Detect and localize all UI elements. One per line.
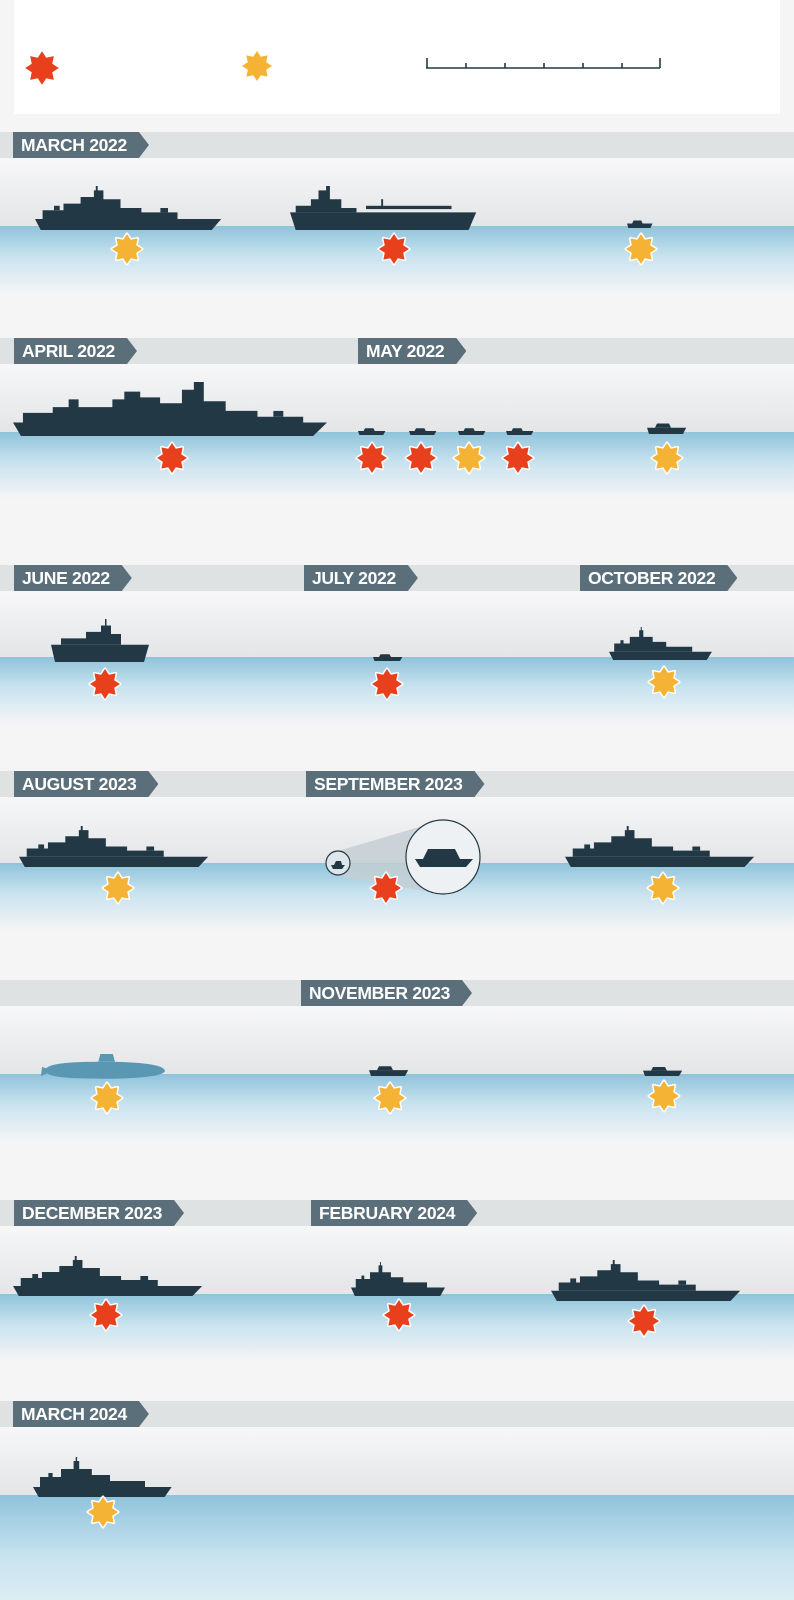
damaged-marker-icon <box>452 441 486 475</box>
period-label: MARCH 2024 <box>13 1401 149 1427</box>
timeline-band: MARCH 2022 <box>0 132 794 312</box>
destroyed-marker-icon <box>89 1298 123 1332</box>
cruiser-icon <box>13 382 331 436</box>
period-label: MAY 2022 <box>358 338 466 364</box>
timeline-band: JUNE 2022 JULY 2022 OCTOBER 2022 <box>0 565 794 735</box>
magnifier-icon <box>325 819 481 895</box>
period-label: MARCH 2022 <box>13 132 149 158</box>
patrol-boat-icon <box>373 652 403 661</box>
period-label: DECEMBER 2023 <box>14 1200 184 1226</box>
period-label: SEPTEMBER 2023 <box>306 771 485 797</box>
tug-icon <box>51 619 151 662</box>
damaged-marker-icon <box>373 1081 407 1115</box>
patrol-boat-icon <box>369 1063 409 1076</box>
frigate-icon <box>13 1256 206 1296</box>
destroyed-marker-icon <box>155 441 189 475</box>
timeline-band: DECEMBER 2023 FEBRUARY 2024 <box>0 1200 794 1380</box>
period-label: JUNE 2022 <box>14 565 132 591</box>
sea <box>0 1495 794 1600</box>
destroyed-marker-icon <box>501 441 535 475</box>
period-label: APRIL 2022 <box>14 338 137 364</box>
frigate-icon <box>565 826 758 867</box>
period-label: JULY 2022 <box>304 565 418 591</box>
yellow-burst-icon <box>240 49 274 83</box>
red-burst-icon <box>23 49 61 87</box>
timeline-band: NOVEMBER 2023 <box>0 980 794 1160</box>
timeline-band: AUGUST 2023 SEPTEMBER 2023 <box>0 771 794 951</box>
damaged-marker-icon <box>110 232 144 266</box>
damaged-marker-icon <box>647 1079 681 1113</box>
damaged-marker-icon <box>624 232 658 266</box>
damaged-marker-icon <box>90 1081 124 1115</box>
patrol-boat-icon <box>627 218 653 228</box>
destroyed-marker-icon <box>370 667 404 701</box>
patrol-boat-icon <box>458 426 486 435</box>
damaged-marker-icon <box>646 871 680 905</box>
destroyed-marker-icon <box>627 1304 661 1338</box>
landing-ship-icon <box>290 186 480 230</box>
period-label: OCTOBER 2022 <box>580 565 737 591</box>
timeline-band: MARCH 2024 <box>0 1401 794 1600</box>
corvette-icon <box>609 627 713 660</box>
period-label: FEBRUARY 2024 <box>311 1200 477 1226</box>
destroyed-marker-icon <box>355 441 389 475</box>
destroyed-marker-icon <box>382 1298 416 1332</box>
destroyed-marker-icon <box>369 871 403 905</box>
period-label: AUGUST 2023 <box>14 771 158 797</box>
damaged-marker-icon <box>101 871 135 905</box>
damaged-marker-icon <box>86 1495 120 1529</box>
patrol-boat-icon <box>647 420 687 434</box>
period-label: NOVEMBER 2023 <box>301 980 472 1006</box>
corvette-icon <box>33 1457 173 1497</box>
destroyed-marker-icon <box>88 667 122 701</box>
damaged-marker-icon <box>650 441 684 475</box>
patrol-boat-icon <box>643 1064 683 1076</box>
frigate-icon <box>19 826 212 867</box>
frigate-icon <box>35 186 225 230</box>
scale-bar-icon <box>426 58 661 69</box>
destroyed-marker-icon <box>377 232 411 266</box>
patrol-boat-icon <box>506 426 534 435</box>
damaged-marker-icon <box>647 665 681 699</box>
timeline-band: APRIL 2022 MAY 2022 <box>0 338 794 518</box>
corvette-icon <box>351 1262 446 1296</box>
patrol-boat-icon <box>358 426 386 435</box>
destroyed-marker-icon <box>404 441 438 475</box>
submarine-icon <box>41 1054 166 1080</box>
legend <box>14 0 780 114</box>
frigate-icon <box>551 1260 744 1301</box>
patrol-boat-icon <box>409 426 437 435</box>
